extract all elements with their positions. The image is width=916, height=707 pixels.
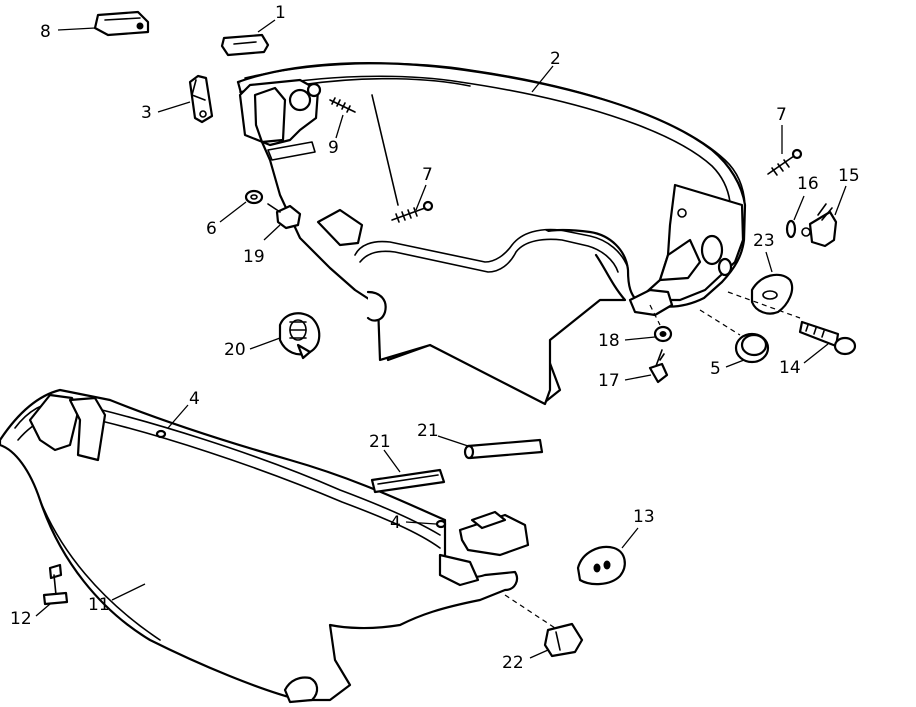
leader-15 — [834, 185, 847, 216]
leader-3 — [157, 101, 191, 113]
screw-part-7-middle — [391, 200, 434, 223]
callout-18: 18 — [598, 331, 620, 351]
rod-part-21-lower — [370, 468, 446, 494]
callout-4-upper: 4 — [189, 389, 200, 409]
callout-9: 9 — [328, 138, 339, 158]
callout-5: 5 — [710, 359, 721, 379]
grommet-part-20 — [278, 312, 321, 360]
callout-1: 1 — [275, 3, 286, 23]
leader-16 — [793, 195, 805, 221]
washer-part-18 — [653, 325, 673, 343]
callout-23: 23 — [753, 231, 775, 251]
leader-21-upper — [437, 435, 469, 447]
callout-15: 15 — [838, 166, 860, 186]
leader-1 — [257, 19, 276, 33]
callout-7-middle: 7 — [422, 165, 433, 185]
callout-4-lower: 4 — [390, 513, 401, 533]
callout-13: 13 — [633, 507, 655, 527]
leader-4-upper — [167, 404, 189, 429]
screw-part-9 — [329, 97, 356, 113]
assembly-line-4 — [504, 594, 556, 629]
latch-pin-part-14 — [798, 320, 857, 356]
leader-11 — [111, 583, 146, 601]
bracket-part-3 — [188, 74, 214, 124]
leader-14 — [803, 343, 829, 364]
callout-14: 14 — [779, 358, 801, 378]
pad-part-1 — [220, 33, 270, 57]
leader-8 — [57, 27, 96, 31]
leader-2 — [531, 65, 554, 93]
leader-23 — [765, 251, 773, 273]
callout-7-right: 7 — [776, 105, 787, 125]
leader-20 — [249, 337, 281, 350]
assembly-line-2 — [699, 309, 741, 336]
callout-22: 22 — [502, 653, 524, 673]
leader-5 — [725, 359, 745, 368]
callout-20: 20 — [224, 340, 246, 360]
upper-cowl — [236, 62, 747, 406]
callout-21-lower: 21 — [369, 432, 391, 452]
callout-8: 8 — [40, 22, 51, 42]
nut-part-4-upper — [155, 429, 167, 439]
screw-part-7-right — [767, 148, 803, 176]
callout-19: 19 — [243, 247, 265, 267]
leader-18 — [624, 336, 656, 341]
callout-17: 17 — [598, 371, 620, 391]
leader-9 — [335, 114, 344, 139]
callout-6: 6 — [206, 219, 217, 239]
bolt-part-12 — [42, 563, 69, 606]
assembly-line-1 — [649, 304, 661, 326]
callout-21-upper: 21 — [417, 421, 439, 441]
leader-7-middle — [415, 184, 427, 211]
callout-16: 16 — [797, 174, 819, 194]
rod-part-21-upper — [463, 438, 544, 460]
leader-6 — [219, 201, 247, 223]
grommet-part-13 — [576, 545, 626, 586]
leader-21-lower — [383, 449, 401, 473]
nut-part-4-lower — [435, 519, 447, 529]
washer-part-16 — [785, 219, 797, 239]
leader-12 — [35, 603, 51, 617]
bolt-part-19 — [267, 203, 302, 230]
assembly-line-3 — [727, 291, 801, 319]
plug-part-5 — [734, 332, 770, 364]
leader-4-lower — [405, 521, 437, 525]
callout-3: 3 — [141, 103, 152, 123]
leader-19 — [263, 224, 281, 241]
screw-part-17 — [648, 349, 669, 384]
latch-body-part-8 — [93, 10, 150, 37]
callout-12: 12 — [10, 609, 32, 629]
cap-part-22 — [543, 622, 584, 658]
washer-part-6 — [244, 189, 264, 205]
leader-13 — [621, 527, 639, 549]
lower-cowl — [0, 388, 530, 704]
leader-22 — [529, 649, 549, 659]
callout-2: 2 — [550, 49, 561, 69]
callout-11: 11 — [88, 595, 110, 615]
leader-17 — [624, 374, 652, 381]
hook-bracket-part-15 — [801, 203, 838, 248]
